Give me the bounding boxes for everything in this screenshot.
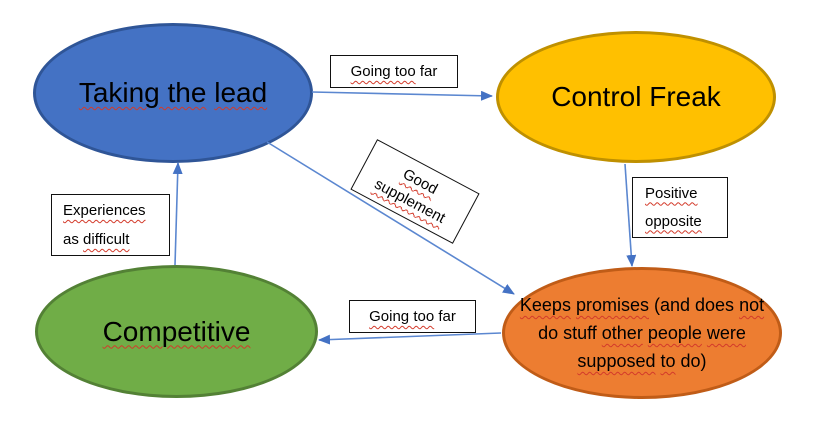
label-going-too-far-top: Going too far bbox=[330, 55, 458, 88]
connector-control-freak-to-keeps bbox=[624, 163, 637, 267]
connector-keeps-to-competitive bbox=[318, 332, 502, 345]
node-control-freak-label: Control Freak bbox=[551, 81, 721, 112]
connector-competitive-to-lead bbox=[172, 162, 183, 266]
label-going-too-far-bottom: Going too far bbox=[349, 300, 476, 333]
node-taking-the-lead: Taking the lead bbox=[33, 23, 313, 163]
node-competitive-label: Competitive bbox=[102, 315, 251, 347]
node-competitive: Competitive bbox=[35, 265, 318, 398]
connector-lead-to-control-freak bbox=[311, 90, 493, 101]
node-taking-the-lead-label: Taking the lead bbox=[78, 77, 268, 108]
node-control-freak: Control Freak bbox=[496, 31, 776, 163]
